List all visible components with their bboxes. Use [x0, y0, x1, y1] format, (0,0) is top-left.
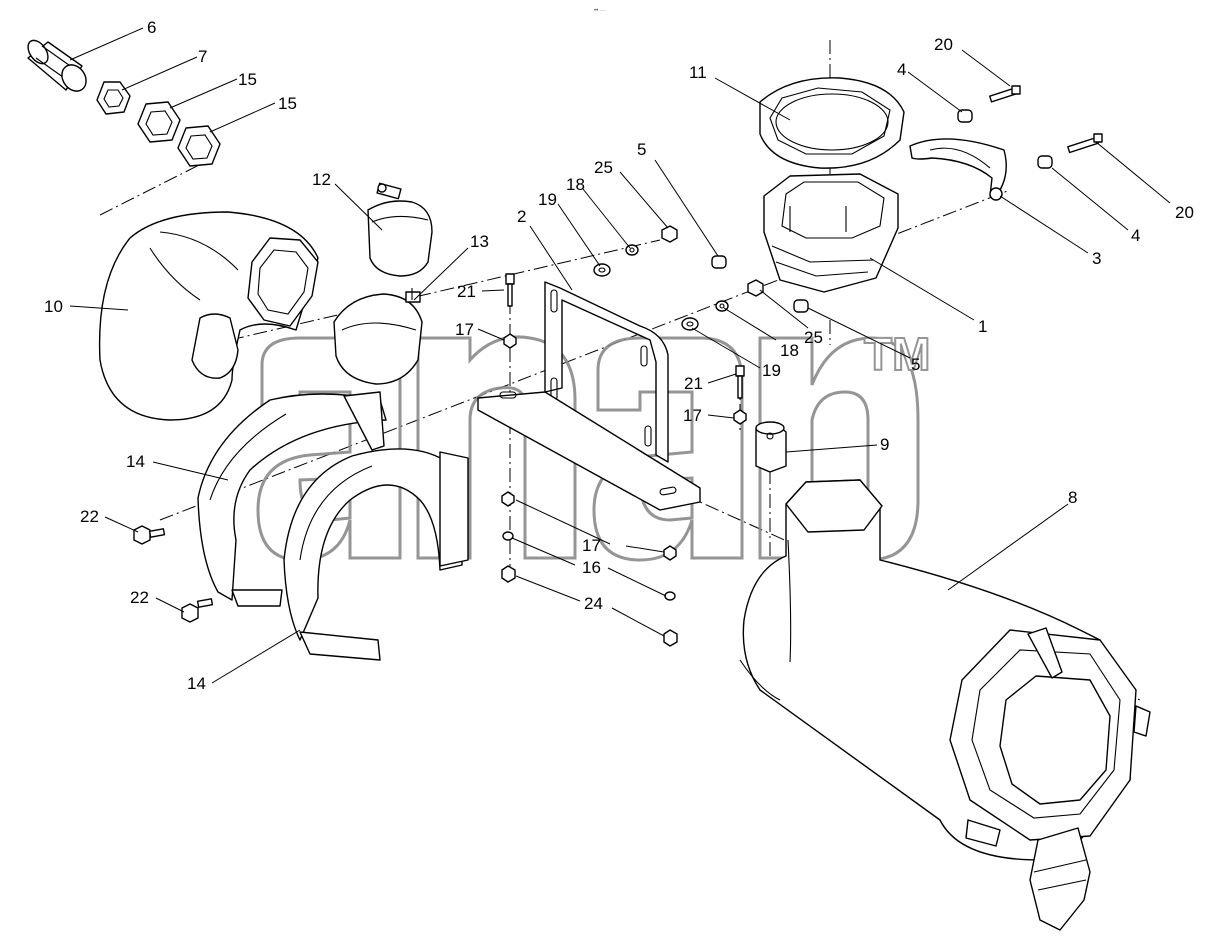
part-14-band-clamp-b — [283, 448, 469, 661]
part-14-band-clamp-a — [197, 391, 387, 607]
callout-16: 16 — [582, 558, 601, 577]
callout-15: 15 — [278, 94, 297, 113]
part-8-filter-housing — [739, 479, 1151, 931]
callout-17: 17 — [582, 536, 601, 555]
callout-5: 5 — [911, 355, 920, 374]
part-19-washer-a — [593, 263, 611, 277]
callout-6: 6 — [147, 18, 156, 37]
callout-15: 15 — [238, 70, 257, 89]
part-9-sensor — [755, 421, 787, 473]
callout-labels: 6 7 15 15 11 4 20 20 4 3 1 5 25 18 19 2 … — [44, 18, 1194, 693]
callout-5: 5 — [637, 140, 646, 159]
callout-12: 12 — [312, 170, 331, 189]
part-24-nut-a — [501, 565, 516, 583]
part-5-cap-a — [711, 255, 727, 269]
part-25-nut-b — [747, 279, 764, 297]
callout-3: 3 — [1092, 249, 1101, 268]
part-1-housing-ring — [763, 173, 899, 293]
callout-25: 25 — [594, 158, 613, 177]
callout-19: 19 — [762, 361, 781, 380]
callout-13: 13 — [470, 232, 489, 251]
callout-14: 14 — [187, 674, 206, 693]
callout-25: 25 — [804, 328, 823, 347]
callout-20: 20 — [1175, 203, 1194, 222]
part-16-lockwasher-a — [502, 531, 514, 541]
callout-17: 17 — [455, 320, 474, 339]
part-16-lockwasher-b — [664, 591, 676, 601]
callout-4: 4 — [1131, 226, 1140, 245]
callout-17: 17 — [683, 406, 702, 425]
part-21-bolt-b — [735, 365, 745, 399]
part-3-strap — [909, 138, 1007, 201]
part-22-screw-b — [181, 598, 214, 623]
callout-21: 21 — [684, 374, 703, 393]
part-17-washer-b — [733, 409, 747, 425]
callout-24: 24 — [584, 594, 603, 613]
leader-lines — [69, 27, 1171, 684]
callout-21: 21 — [457, 282, 476, 301]
part-12-clamp — [367, 182, 433, 277]
part-20-bolt-a — [989, 85, 1021, 103]
callout-14: 14 — [126, 452, 145, 471]
callout-2: 2 — [517, 207, 526, 226]
part-22-screw-a — [133, 525, 166, 545]
callout-10: 10 — [44, 297, 63, 316]
part-6-fitting — [27, 39, 87, 92]
part-18-washer-a — [625, 244, 639, 256]
part-17-washer-d — [663, 545, 677, 561]
header-mark: •• ··· — [594, 8, 606, 14]
callout-18: 18 — [780, 341, 799, 360]
trademark-symbol: TM — [864, 328, 930, 380]
part-17-washer-c — [501, 491, 515, 507]
callout-18: 18 — [566, 175, 585, 194]
part-11-cap-ring — [759, 77, 905, 169]
part-20-bolt-b — [1067, 133, 1103, 154]
part-13-clamp — [333, 288, 423, 385]
callout-7: 7 — [198, 47, 207, 66]
part-10-elbow-hose — [98, 211, 319, 421]
part-25-nut-a — [661, 225, 678, 243]
part-4-nut-a — [957, 109, 973, 123]
part-19-washer-b — [681, 317, 699, 331]
callout-4: 4 — [897, 60, 906, 79]
callout-9: 9 — [880, 435, 889, 454]
part-17-washer-a — [503, 333, 517, 349]
callout-22: 22 — [80, 507, 99, 526]
part-5-cap-b — [793, 299, 809, 313]
part-2-bracket — [477, 281, 701, 511]
callout-20: 20 — [934, 35, 953, 54]
part-24-nut-b — [663, 629, 678, 647]
part-21-bolt-a — [505, 273, 515, 307]
part-7-hex-nut — [96, 81, 131, 115]
part-4-nut-b — [1037, 155, 1053, 169]
callout-8: 8 — [1068, 488, 1077, 507]
callout-22: 22 — [130, 588, 149, 607]
callout-11: 11 — [689, 63, 707, 82]
callout-19: 19 — [538, 190, 557, 209]
part-15-gasket-b — [177, 125, 221, 167]
callout-1: 1 — [978, 317, 987, 336]
part-15-gasket-a — [137, 101, 181, 143]
